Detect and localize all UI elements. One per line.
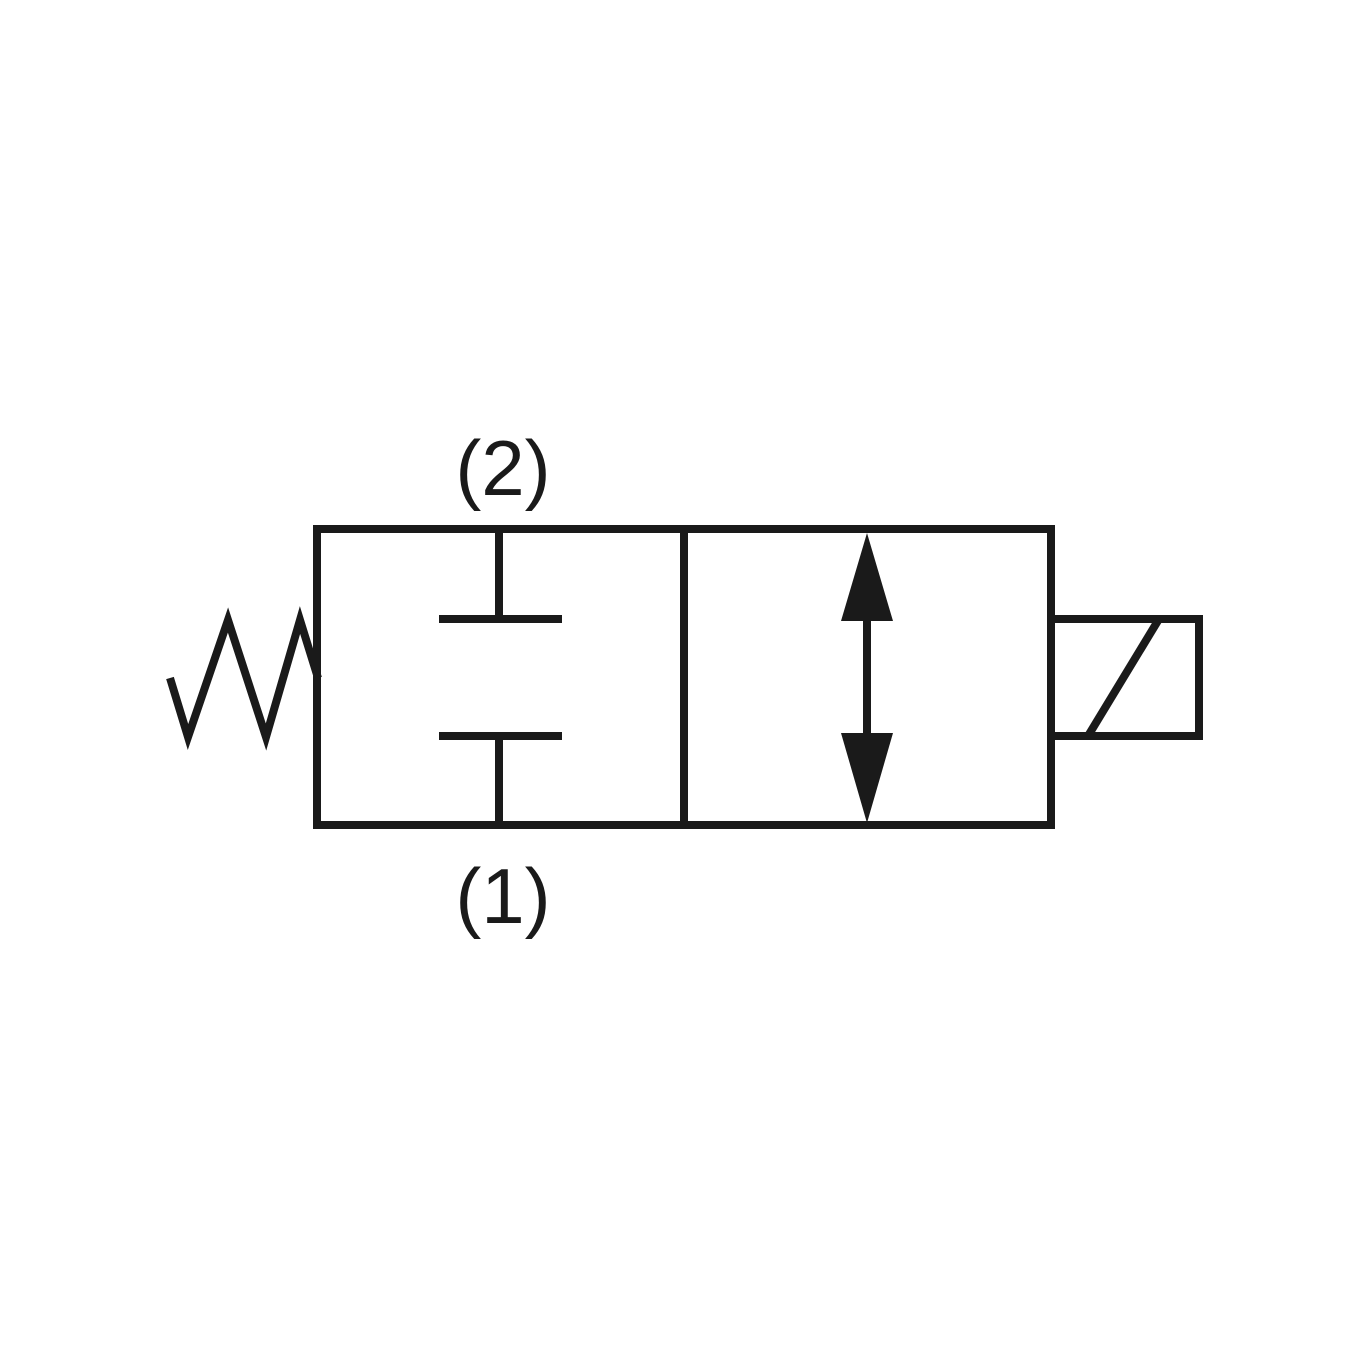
solenoid-actuator-icon <box>1047 615 1203 740</box>
spring-return-icon <box>166 606 322 751</box>
port-label-bottom: (1) <box>455 852 550 940</box>
port-label-top: (2) <box>455 424 550 512</box>
bidirectional-flow-arrow-icon <box>841 533 893 823</box>
valve-body <box>313 525 1055 829</box>
closed-port-icon <box>439 529 562 825</box>
